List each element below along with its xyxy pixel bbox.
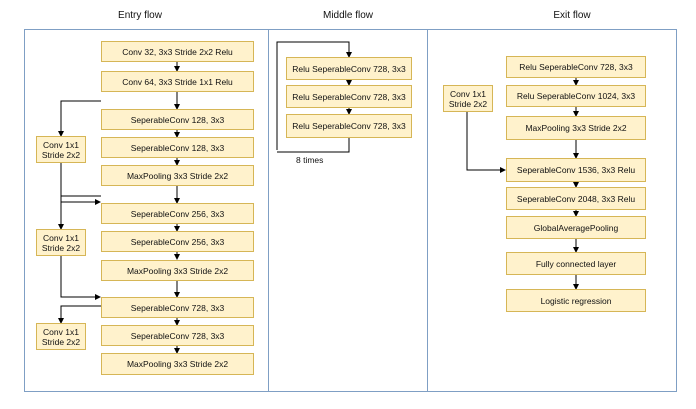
entry-skip-conv-2-box: Conv 1x1 Stride 2x2 xyxy=(36,229,86,256)
entry-conv32-box: Conv 32, 3x3 Stride 2x2 Relu xyxy=(101,41,254,62)
entry-flow-title: Entry flow xyxy=(118,10,162,21)
entry-sepconv728-2-box: SeperableConv 728, 3x3 xyxy=(101,325,254,346)
exit-fully-connected-box: Fully connected layer xyxy=(506,252,646,275)
entry-conv64-box: Conv 64, 3x3 Stride 1x1 Relu xyxy=(101,71,254,92)
entry-skip-conv-1-box: Conv 1x1 Stride 2x2 xyxy=(36,136,86,163)
middle-relu-sepconv-3-box: Relu SeperableConv 728, 3x3 xyxy=(286,114,412,138)
entry-sepconv256-1-box: SeperableConv 256, 3x3 xyxy=(101,203,254,224)
exit-maxpool-box: MaxPooling 3x3 Stride 2x2 xyxy=(506,116,646,140)
entry-sepconv728-1-box: SeperableConv 728, 3x3 xyxy=(101,297,254,318)
entry-maxpool-3-box: MaxPooling 3x3 Stride 2x2 xyxy=(101,353,254,375)
exit-skip-conv-box: Conv 1x1 Stride 2x2 xyxy=(443,85,493,112)
exit-flow-panel xyxy=(427,29,677,392)
exit-flow-title: Exit flow xyxy=(553,10,591,21)
entry-maxpool-2-box: MaxPooling 3x3 Stride 2x2 xyxy=(101,260,254,281)
exit-sepconv2048-box: SeperableConv 2048, 3x3 Relu xyxy=(506,187,646,210)
middle-relu-sepconv-1-box: Relu SeperableConv 728, 3x3 xyxy=(286,57,412,80)
exit-logistic-regression-box: Logistic regression xyxy=(506,289,646,312)
entry-sepconv128-1-box: SeperableConv 128, 3x3 xyxy=(101,109,254,130)
entry-sepconv256-2-box: SeperableConv 256, 3x3 xyxy=(101,231,254,252)
entry-skip-conv-3-box: Conv 1x1 Stride 2x2 xyxy=(36,323,86,350)
exit-global-avg-pool-box: GlobalAveragePooling xyxy=(506,216,646,239)
middle-repeat-label: 8 times xyxy=(296,155,324,165)
entry-sepconv128-2-box: SeperableConv 128, 3x3 xyxy=(101,137,254,158)
middle-flow-title: Middle flow xyxy=(322,10,374,21)
entry-maxpool-1-box: MaxPooling 3x3 Stride 2x2 xyxy=(101,165,254,186)
middle-relu-sepconv-2-box: Relu SeperableConv 728, 3x3 xyxy=(286,85,412,108)
exit-sepconv1536-box: SeperableConv 1536, 3x3 Relu xyxy=(506,158,646,182)
exit-relu-sepconv1024-box: Relu SeperableConv 1024, 3x3 xyxy=(506,85,646,107)
exit-relu-sepconv728-box: Relu SeperableConv 728, 3x3 xyxy=(506,56,646,78)
